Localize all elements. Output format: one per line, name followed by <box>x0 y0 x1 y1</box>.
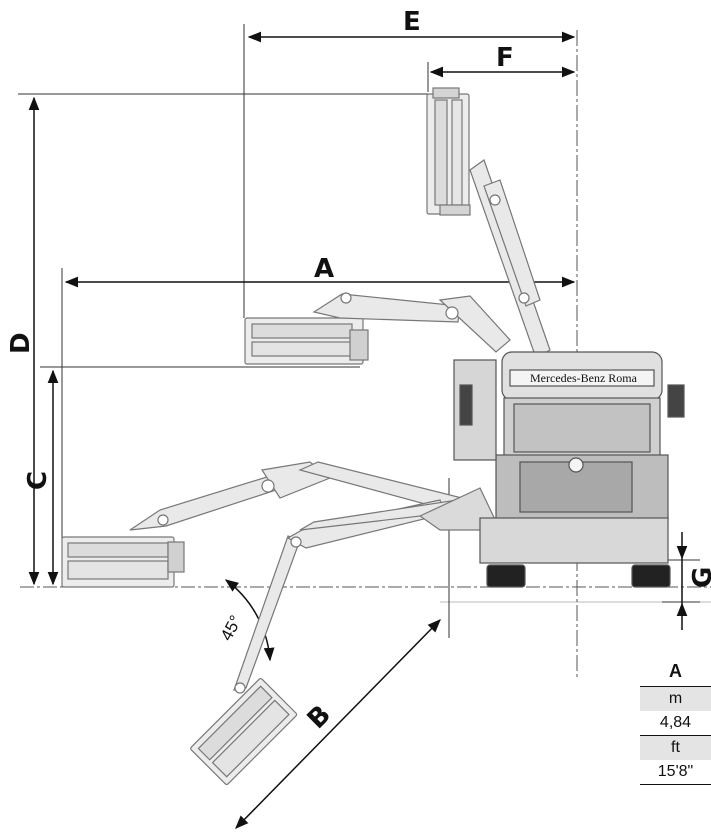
extension-lines <box>18 24 700 638</box>
value-metric: 4,84 <box>640 711 711 736</box>
truck-front <box>453 351 685 588</box>
boom-arm-lower <box>129 461 471 531</box>
dimension-b-line <box>235 619 441 829</box>
dimension-lines <box>28 31 688 829</box>
mower-head-vertical <box>426 87 471 216</box>
boom-arm-upper <box>469 159 551 359</box>
value-imperial: 15'8" <box>640 760 711 785</box>
label-g: G <box>688 567 711 588</box>
truck-grille-text: Mercedes-Benz Roma <box>530 371 638 385</box>
label-a: A <box>314 254 334 284</box>
mower-head-ground <box>61 536 185 588</box>
label-e: E <box>403 7 421 37</box>
boom-arm-middle <box>312 292 511 353</box>
unit-imperial: ft <box>640 735 711 760</box>
ground-line <box>20 586 711 603</box>
table-header: A <box>669 661 682 681</box>
label-f: F <box>496 43 514 73</box>
label-c: C <box>23 471 53 490</box>
mower-head-horizontal <box>244 317 369 365</box>
angle-label: 45° <box>217 612 246 644</box>
label-d: D <box>6 332 36 354</box>
spec-table: A m 4,84 ft 15'8" <box>640 656 711 785</box>
boom-arm-angled <box>233 497 473 694</box>
mower-head-angled <box>190 678 298 786</box>
angle-arc <box>224 579 275 662</box>
unit-metric: m <box>640 686 711 711</box>
